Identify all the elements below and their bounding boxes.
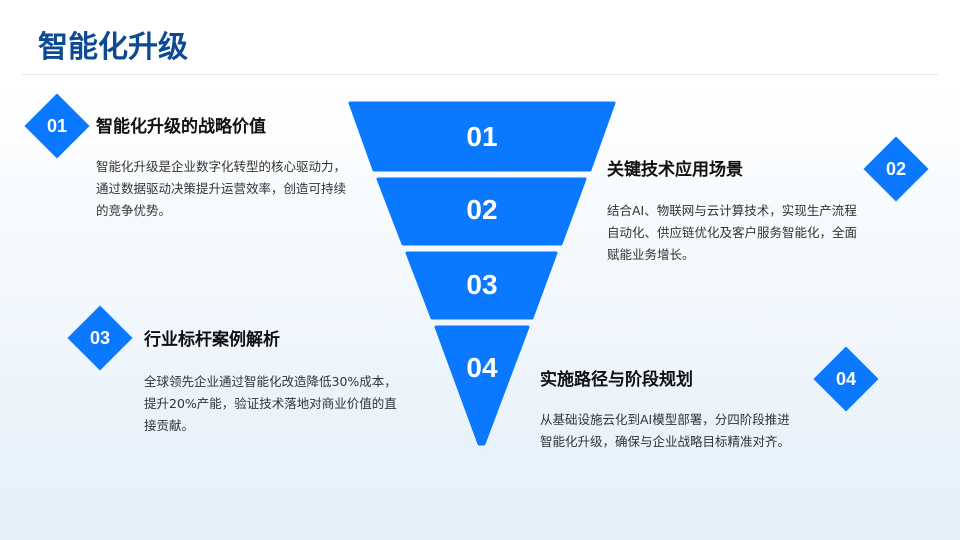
section-text-2: 结合AI、物联网与云计算技术，实现生产流程自动化、供应链优化及客户服务智能化，全… [607,203,858,262]
divider [22,74,938,75]
section-heading-2: 关键技术应用场景 [607,160,743,180]
funnel-segment-1 [348,101,616,172]
funnel-label-4: 04 [466,352,498,383]
number-badge-4: 04 [835,369,857,389]
section-heading-4: 实施路径与阶段规划 [540,370,693,390]
section-heading-1: 智能化升级的战略价值 [96,117,266,137]
number-badge-1: 01 [46,116,68,136]
section-text-4: 从基础设施云化到AI模型部署，分四阶段推进智能化升级，确保与企业战略目标精准对齐… [540,412,791,449]
funnel-label-3: 03 [466,269,497,300]
funnel-segment-4 [434,325,530,446]
funnel-segment-2 [376,177,587,246]
number-badge-3: 03 [89,328,111,348]
page-title: 智能化升级 [38,30,188,65]
funnel-label-1: 01 [466,121,497,152]
section-heading-3: 行业标杆案例解析 [144,330,280,350]
funnel-segment-3 [405,251,558,320]
section-text-1: 智能化升级是企业数字化转型的核心驱动力，通过数据驱动决策提升运营效率，创造可持续… [96,159,347,218]
section-text-3: 全球领先企业通过智能化改造降低30%成本，提升20%产能，验证技术落地对商业价值… [144,374,397,433]
funnel-label-2: 02 [466,194,497,225]
number-badge-2: 02 [885,159,907,179]
